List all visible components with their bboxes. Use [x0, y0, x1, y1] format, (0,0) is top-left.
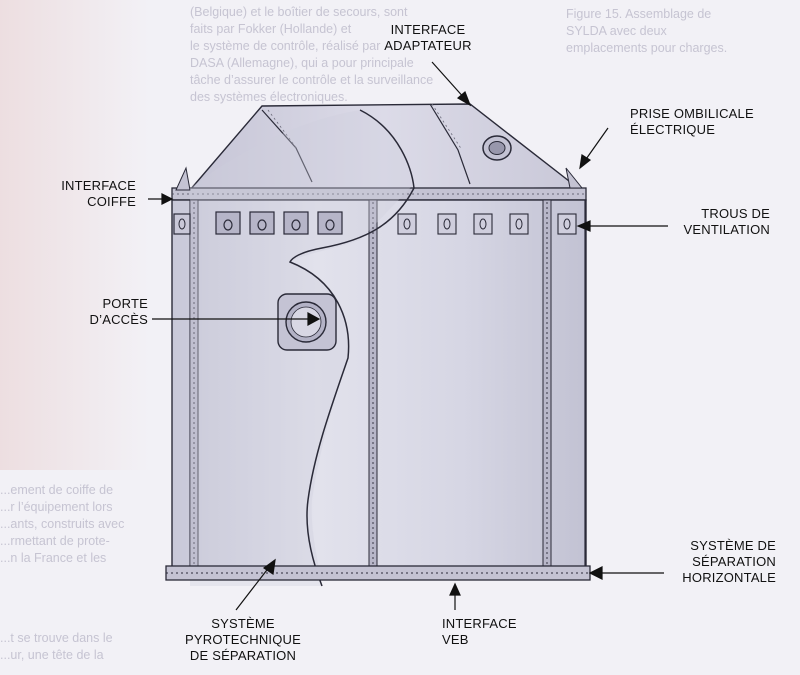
label-prise-ombilicale: PRISE OMBILICALE ÉLECTRIQUE — [630, 106, 754, 137]
access-door — [277, 293, 337, 351]
label-interface-adaptateur: INTERFACE ADAPTATEUR — [384, 22, 472, 53]
upper-interface-ring — [171, 166, 587, 201]
background-left-column: ...ement de coiffe de ...r l’équipement … — [0, 483, 125, 565]
label-trous-ventilation: TROUS DE VENTILATION — [683, 206, 770, 237]
label-interface-veb: INTERFACE VEB — [442, 616, 517, 647]
background-left-bottom: ...t se trouve dans le ...ur, une tête d… — [0, 631, 113, 662]
background-photo-edge — [0, 0, 150, 470]
callout-arrows — [148, 61, 668, 611]
background-paragraph: (Belgique) et le boîtier de secours, son… — [190, 5, 434, 104]
background-figure-caption: Figure 15. Assemblage de SYLDA avec deux… — [566, 7, 728, 55]
lower-separation-ring — [165, 565, 591, 581]
label-systeme-pyrotechnique: SYSTÈME PYROTECHNIQUE DE SÉPARATION — [184, 616, 301, 663]
label-interface-coiffe: INTERFACE COIFFE — [61, 178, 136, 209]
cylindrical-body — [171, 199, 587, 571]
label-porte-acces: PORTE D’ACCÈS — [89, 296, 148, 327]
label-systeme-separation-horizontale: SYSTÈME DE SÉPARATION HORIZONTALE — [682, 538, 776, 585]
vent-holes — [173, 211, 577, 235]
